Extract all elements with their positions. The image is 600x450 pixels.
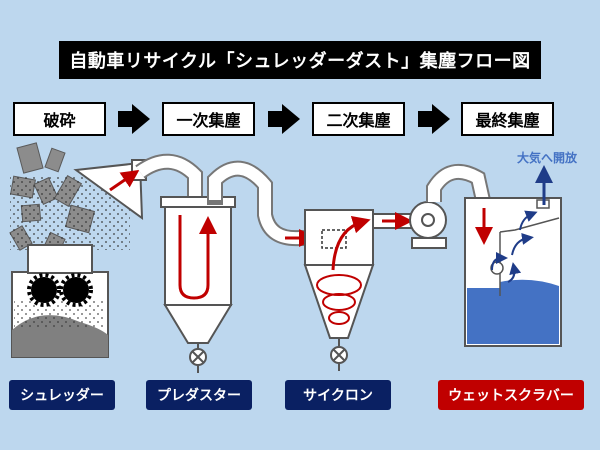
predustor-unit	[160, 196, 236, 373]
shredder-machine	[11, 244, 109, 358]
exhaust-fan	[409, 201, 447, 249]
flow-arrow-cyclone-up	[331, 215, 371, 271]
duct-1	[136, 155, 201, 200]
stage-primary-collection: 一次集塵	[162, 102, 255, 136]
stage-arrow-1	[118, 104, 150, 134]
cyclone-swirl	[316, 274, 362, 325]
stage-arrow-2	[268, 104, 300, 134]
shredder-gear-right	[59, 273, 93, 307]
stage-arrow-3	[418, 104, 450, 134]
label-wet-scrubber: ウェットスクラバー	[438, 380, 584, 410]
flow-arrow-hood	[109, 169, 140, 192]
label-shredder: シュレッダー	[9, 380, 115, 410]
cyclone-unit	[303, 209, 375, 371]
stage-secondary-collection: 二次集塵	[312, 102, 405, 136]
stage-crushing: 破砕	[13, 102, 106, 136]
flow-arrow-predustor	[178, 215, 217, 300]
shredder-gear-left	[27, 273, 61, 307]
label-predustor: プレダスター	[146, 380, 252, 410]
duct-4	[428, 165, 490, 207]
scrubber-swirl-arrows	[491, 210, 538, 283]
vent-label: 大気へ開放	[517, 151, 578, 165]
stage-final-collection: 最終集塵	[461, 102, 554, 136]
diagram-title: 自動車リサイクル「シュレッダーダスト」集塵フロー図	[59, 41, 541, 79]
wet-scrubber-unit	[464, 197, 562, 347]
label-cyclone: サイクロン	[285, 380, 391, 410]
